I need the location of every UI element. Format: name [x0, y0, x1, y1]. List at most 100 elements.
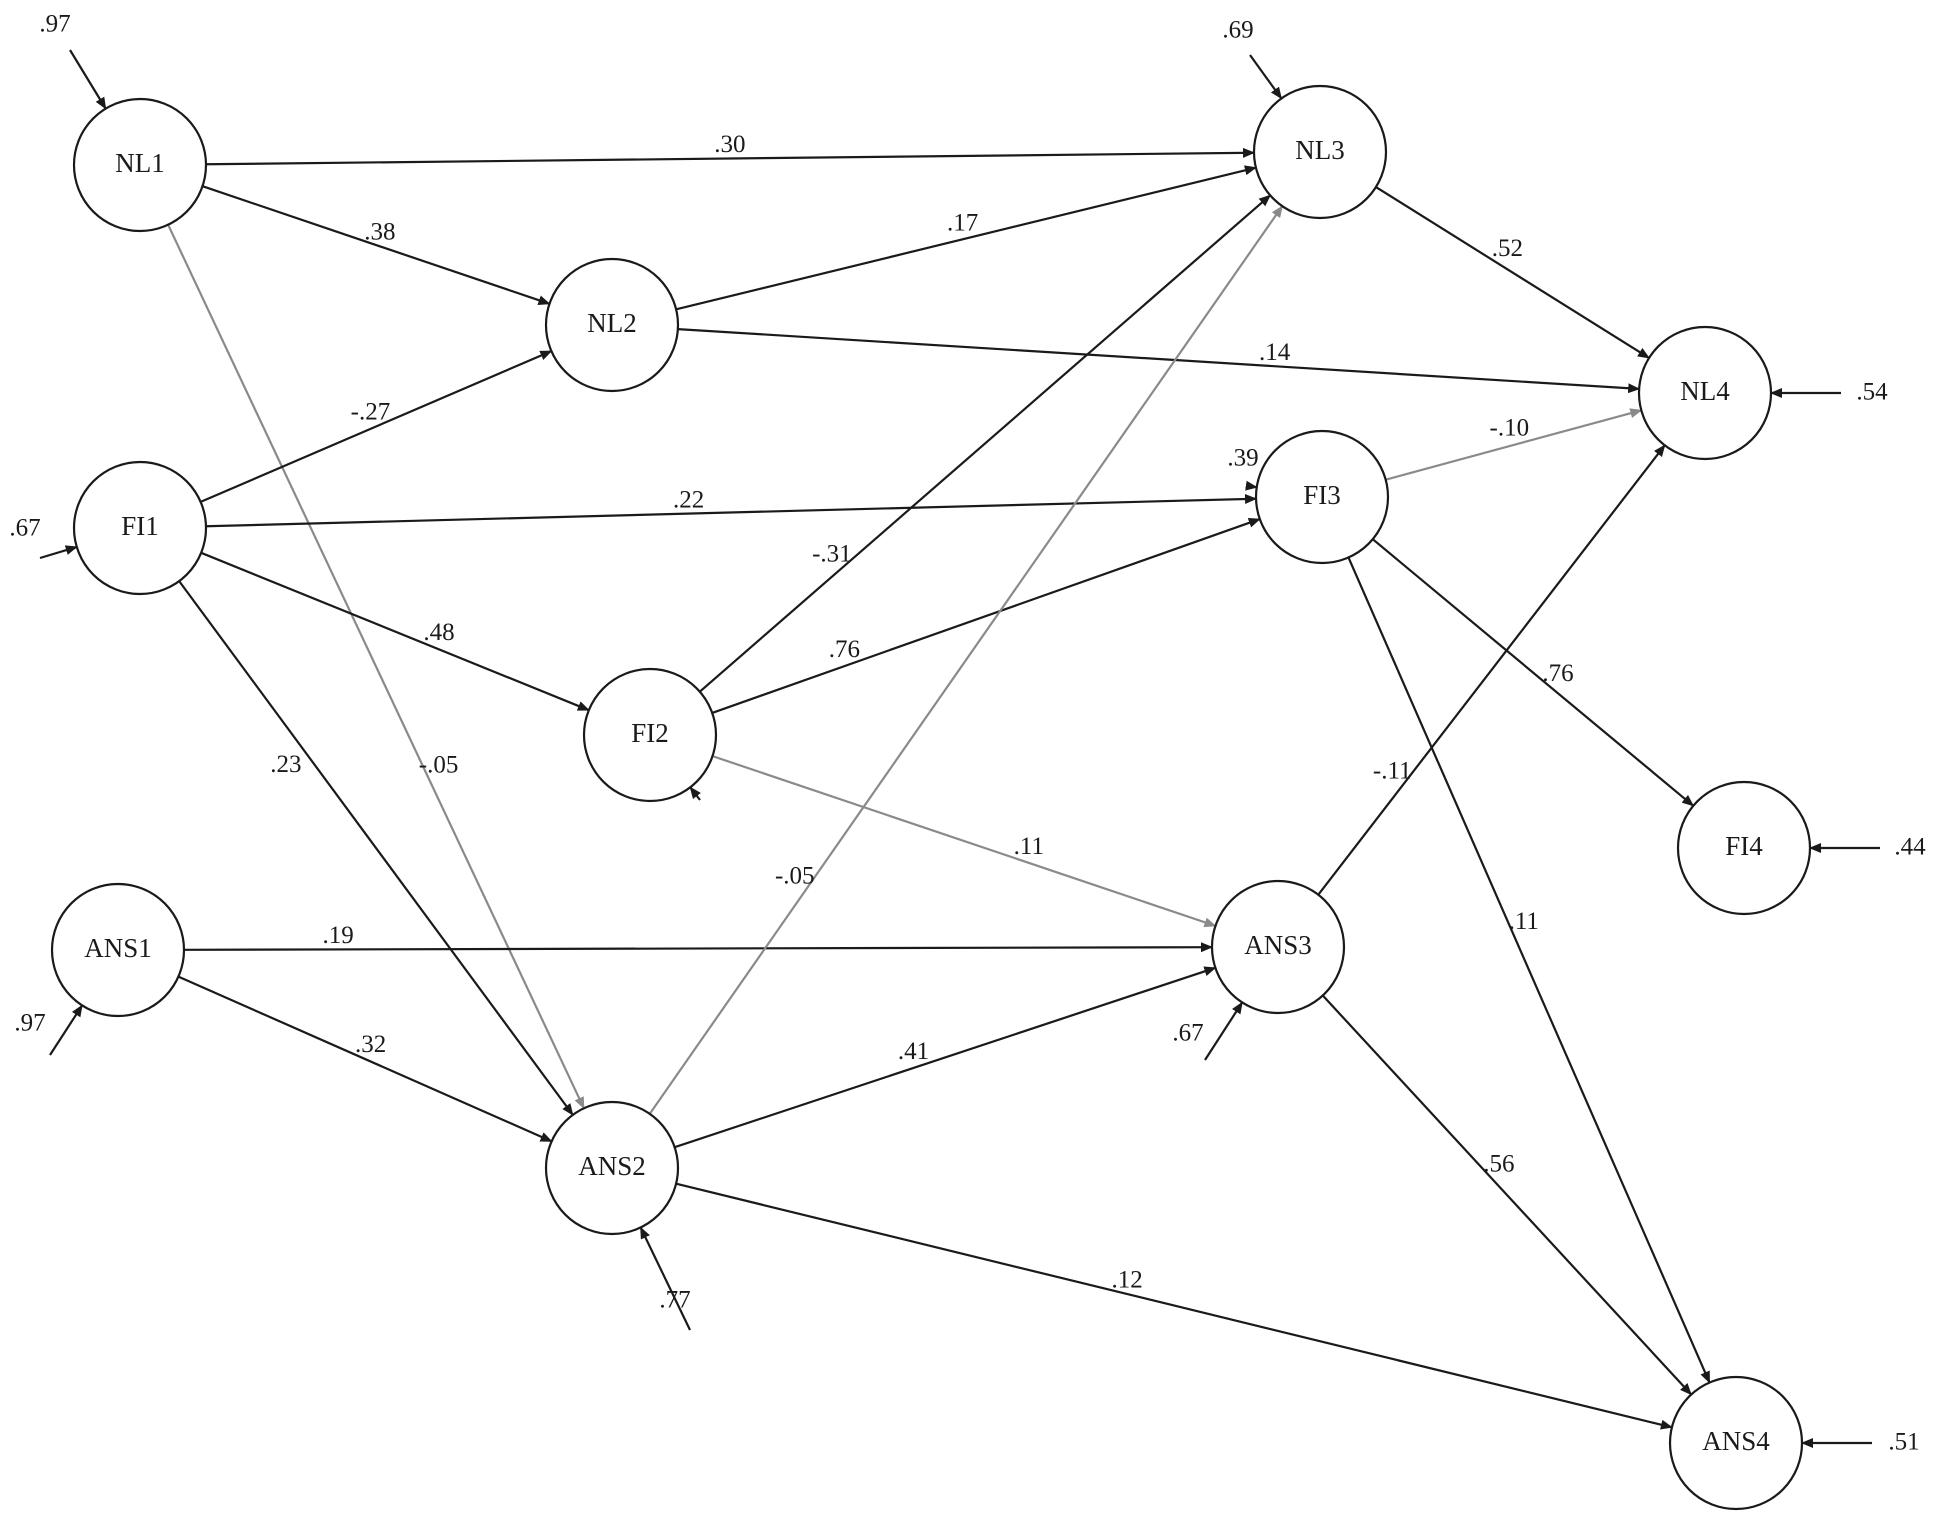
path-nl2-to-nl3 [675, 165, 1257, 311]
path-coefficient-ans2-ans3: .41 [898, 1038, 929, 1065]
node-circle-ans2 [544, 1100, 680, 1236]
path-fi3-to-fi4 [1372, 538, 1695, 807]
path-coefficient-ans2-nl3: -.05 [775, 863, 815, 890]
path-nl1-to-nl3 [205, 147, 1256, 166]
node-label-fi1: FI1 [121, 511, 159, 541]
path-nl2-to-nl4 [677, 328, 1641, 394]
node-label-ans4: ANS4 [1702, 1426, 1770, 1456]
residual-arrow-nl3 [1249, 54, 1283, 100]
node-circle-nl2 [544, 257, 680, 393]
node-circle-ans4 [1668, 1375, 1804, 1511]
residual-label-fi4: .44 [1894, 834, 1926, 861]
path-coefficient-ans2-ans4: .12 [1111, 1266, 1142, 1293]
path-coefficient-ans1-ans2: .32 [355, 1031, 386, 1058]
path-ans3-to-ans4 [1321, 994, 1693, 1396]
node-circle-fi3 [1254, 429, 1390, 565]
residual-label-nl1: .97 [39, 11, 70, 38]
node-nl4: NL4 [1637, 325, 1773, 461]
path-coefficient-fi2-nl3: -.31 [812, 540, 852, 567]
residual-label-nl3: .69 [1222, 17, 1253, 44]
node-circle-ans1 [50, 882, 186, 1018]
path-coefficient-nl1-ans2: -.05 [419, 751, 459, 778]
path-coefficient-nl1-nl3: .30 [714, 131, 745, 158]
residual-arrow-ans3 [1204, 1001, 1244, 1061]
residual-label-ans1: .97 [14, 1010, 45, 1037]
path-coefficient-fi1-ans2: .23 [270, 751, 301, 778]
node-label-ans3: ANS3 [1244, 930, 1312, 960]
path-coefficient-nl2-nl3: .17 [947, 210, 978, 237]
path-ans2-to-ans4 [675, 1182, 1673, 1430]
node-circle-fi2 [582, 667, 718, 803]
path-coefficient-fi1-fi3: .22 [673, 486, 704, 513]
paths-layer [167, 147, 1711, 1430]
residual-arrow-fi2 [689, 786, 701, 801]
path-coefficient-nl2-nl4: .14 [1259, 339, 1291, 366]
path-coefficients-layer: .30 .38 -.05 -.27 .22 .48 .23 .19 .32 .17 .14 -.31.… [270, 131, 1573, 1293]
residual-arrow-ans2 [639, 1226, 691, 1331]
path-coefficient-ans1-ans3: .19 [323, 922, 354, 949]
path-coefficient-fi2-ans3: .11 [1014, 833, 1044, 860]
node-circle-nl4 [1637, 325, 1773, 461]
residual-arrow-nl1 [69, 49, 107, 110]
path-coefficient-fi2-fi3: .76 [829, 636, 860, 663]
node-label-ans1: ANS1 [84, 933, 152, 963]
path-nl1-to-ans2 [167, 224, 585, 1110]
path-ans3-to-nl4 [1317, 444, 1666, 896]
node-nl1: NL1 [72, 97, 208, 233]
path-coefficient-ans3-ans4: .56 [1483, 1150, 1514, 1177]
node-circle-nl1 [72, 97, 208, 233]
path-coefficient-nl3-nl4: .52 [1492, 235, 1523, 262]
node-ans1: ANS1 [50, 882, 186, 1018]
path-ans1-to-ans3 [183, 942, 1214, 953]
path-coefficient-fi3-nl4: -.10 [1490, 414, 1530, 441]
node-label-fi3: FI3 [1303, 480, 1341, 510]
node-label-ans2: ANS2 [578, 1151, 646, 1181]
path-fi1-to-fi2 [200, 551, 590, 712]
residual-arrow-fi1 [39, 545, 78, 560]
node-fi2: FI2 [582, 667, 718, 803]
node-label-fi4: FI4 [1725, 831, 1763, 861]
node-ans2: ANS2 [544, 1100, 680, 1236]
path-ans1-to-ans2 [177, 975, 553, 1143]
node-label-nl2: NL2 [587, 308, 637, 338]
node-label-nl4: NL4 [1680, 376, 1730, 406]
node-label-nl3: NL3 [1295, 135, 1345, 165]
path-fi2-to-nl3 [699, 194, 1271, 693]
node-circle-nl3 [1252, 84, 1388, 220]
residual-label-fi1: .67 [9, 515, 40, 542]
path-fi3-to-nl4 [1385, 408, 1643, 481]
path-fi3-to-ans4 [1347, 557, 1711, 1384]
path-coefficient-fi3-ans4: .11 [1509, 908, 1539, 935]
path-coefficient-fi1-fi2: .48 [423, 619, 454, 646]
path-coefficient-ans3-nl4: -.11 [1373, 757, 1412, 784]
node-circle-ans3 [1210, 879, 1346, 1015]
path-fi1-to-nl2 [200, 350, 553, 503]
node-fi4: FI4 [1676, 780, 1812, 916]
path-fi1-to-fi3 [205, 494, 1258, 528]
node-label-nl1: NL1 [115, 148, 165, 178]
residual-label-ans3: .67 [1172, 1020, 1203, 1047]
residual-label-nl4: .54 [1856, 379, 1888, 406]
path-ans2-to-nl3 [648, 205, 1284, 1115]
residual-label-ans4: .51 [1888, 1429, 1919, 1456]
node-label-fi2: FI2 [631, 718, 669, 748]
residual-arrow-ans1 [49, 1004, 84, 1056]
path-ans2-to-ans3 [674, 966, 1217, 1149]
path-coefficient-fi3-fi4: .76 [1542, 660, 1573, 687]
residual-label-fi3: .39 [1227, 445, 1258, 472]
path-nl1-to-nl2 [202, 185, 551, 306]
path-fi2-to-ans3 [712, 755, 1217, 928]
node-nl3: NL3 [1252, 84, 1388, 220]
node-circle-fi1 [72, 460, 208, 596]
node-fi1: FI1 [72, 460, 208, 596]
node-circle-fi4 [1676, 780, 1812, 916]
path-coefficient-nl1-nl2: .38 [364, 218, 395, 245]
path-coefficient-fi1-nl2: -.27 [351, 398, 391, 425]
node-fi3: FI3 [1254, 429, 1390, 565]
path-nl3-to-nl4 [1375, 186, 1650, 359]
path-fi2-to-fi3 [711, 517, 1261, 715]
residual-label-ans2: .77 [659, 1287, 690, 1314]
node-ans4: ANS4 [1668, 1375, 1804, 1511]
